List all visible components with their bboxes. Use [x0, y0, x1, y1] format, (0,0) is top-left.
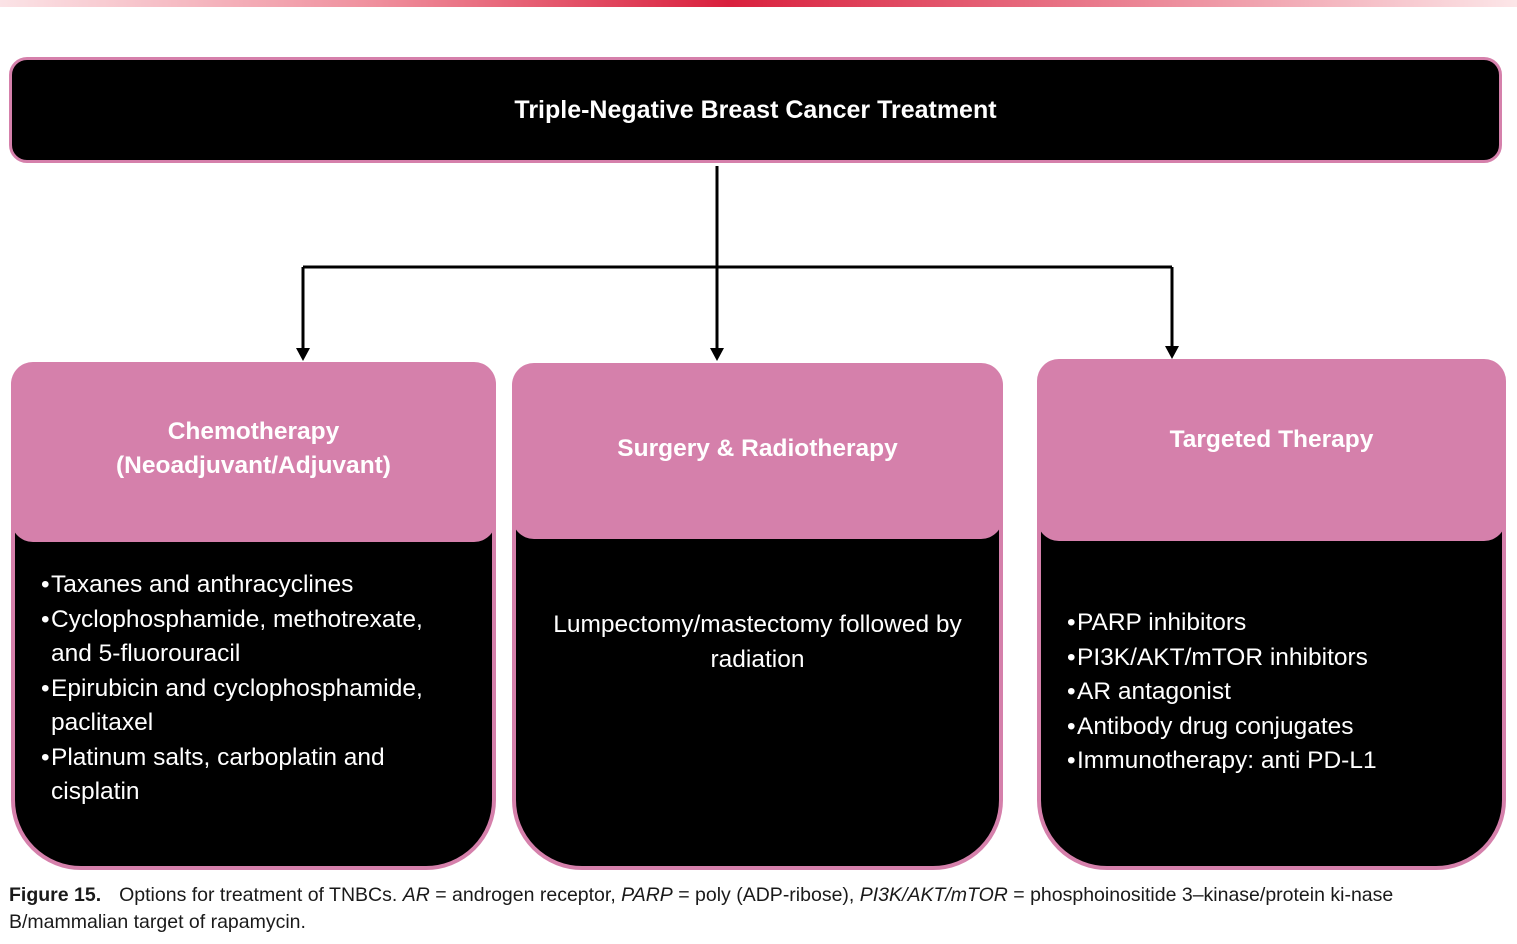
- branch-targeted-therapy: PARP inhibitors PI3K/AKT/mTOR inhibitors…: [1037, 359, 1506, 870]
- caption-text: = androgen receptor,: [429, 884, 622, 906]
- targeted-body: PARP inhibitors PI3K/AKT/mTOR inhibitors…: [1037, 504, 1506, 870]
- arrowhead-left: [296, 348, 310, 361]
- caption-text: = poly (ADP-ribose),: [672, 884, 860, 906]
- list-item: Taxanes and anthracyclines: [41, 568, 466, 603]
- arrowhead-center: [710, 348, 724, 361]
- targeted-list: PARP inhibitors PI3K/AKT/mTOR inhibitors…: [1067, 606, 1476, 779]
- chemotherapy-heading-line2: (Neoadjuvant/Adjuvant): [116, 452, 391, 479]
- figure-caption: Figure 15. Options for treatment of TNBCs…: [9, 882, 1499, 936]
- arrowhead-right: [1165, 346, 1179, 359]
- root-node-title: Triple-Negative Breast Cancer Treatment: [514, 95, 997, 124]
- list-item: PARP inhibitors: [1067, 606, 1476, 641]
- surgery-heading-text: Surgery & Radiotherapy: [617, 435, 898, 462]
- branch-surgery-radiotherapy: Lumpectomy/mastectomy followed by radiat…: [512, 363, 1003, 870]
- caption-abbr: PARP: [621, 884, 673, 906]
- targeted-heading: Targeted Therapy: [1037, 359, 1506, 541]
- caption-abbr: PI3K/AKT/mTOR: [859, 884, 1008, 906]
- list-item: Immunotherapy: anti PD-L1: [1067, 744, 1476, 779]
- surgery-description: Lumpectomy/mastectomy followed by radiat…: [553, 611, 962, 673]
- caption-text: = phosphoinositide 3–kinase/protein ki-n…: [9, 884, 1394, 933]
- branch-chemotherapy: Taxanes and anthracyclines Cyclophospham…: [11, 362, 496, 870]
- list-item: Epirubicin and cyclophosphamide, paclita…: [41, 672, 466, 741]
- surgery-heading: Surgery & Radiotherapy: [512, 363, 1003, 539]
- chemotherapy-body: Taxanes and anthracyclines Cyclophospham…: [11, 510, 496, 870]
- targeted-heading-text: Targeted Therapy: [1169, 426, 1374, 453]
- list-item: Cyclophosphamide, methotrexate, and 5-fl…: [41, 603, 466, 672]
- figure-label: Figure 15.: [9, 884, 102, 906]
- list-item: Antibody drug conjugates: [1067, 710, 1476, 745]
- caption-text: Options for treatment of TNBCs.: [119, 884, 403, 906]
- caption-abbr: AR: [402, 884, 430, 906]
- chemotherapy-list: Taxanes and anthracyclines Cyclophospham…: [41, 568, 466, 810]
- top-accent-bar: [0, 0, 1517, 7]
- list-item: AR antagonist: [1067, 675, 1476, 710]
- surgery-body: Lumpectomy/mastectomy followed by radiat…: [512, 508, 1003, 870]
- root-node: Triple-Negative Breast Cancer Treatment: [9, 57, 1502, 163]
- list-item: Platinum salts, carboplatin and cisplati…: [41, 741, 466, 810]
- chemotherapy-heading: Chemotherapy (Neoadjuvant/Adjuvant): [11, 362, 496, 542]
- chemotherapy-heading-line1: Chemotherapy: [167, 418, 340, 445]
- list-item: PI3K/AKT/mTOR inhibitors: [1067, 641, 1476, 676]
